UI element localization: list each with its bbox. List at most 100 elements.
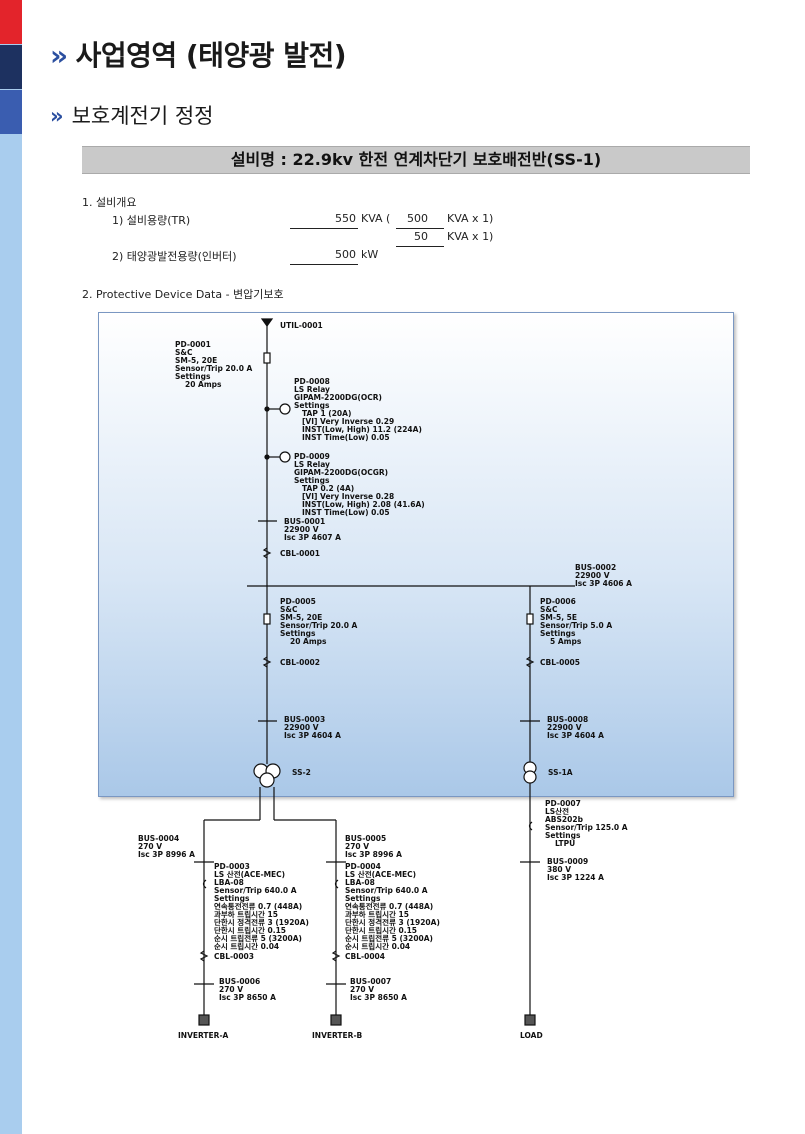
load-icon — [524, 1014, 536, 1026]
underline — [396, 228, 444, 229]
inverter-a-icon — [198, 1014, 210, 1026]
label-cbl2: CBL-0002 — [280, 658, 320, 667]
label-line: Sensor/Trip 125.0 A — [545, 823, 628, 832]
label-line: LBA-08 — [214, 878, 244, 887]
side-bar-navy — [0, 45, 22, 89]
label-line: 단한시 정격전류 3 (1920A) — [214, 917, 309, 927]
page-title: »사업영역 (태양광 발전) — [50, 34, 347, 74]
label-line: LS Relay — [294, 385, 330, 394]
label-line: LS 산전(ACE-MEC) — [345, 869, 416, 879]
label-line: S&C — [280, 605, 298, 614]
inverter-capacity-unit: kW — [361, 248, 379, 261]
label-line: BUS-0001 — [284, 517, 325, 526]
tr-capacity-label: 1) 설비용량(TR) — [112, 214, 191, 227]
tr-sub2-unit: KVA x 1) — [447, 230, 494, 243]
label-line: Isc 3P 4606 A — [575, 579, 632, 588]
label-line: LS 산전(ACE-MEC) — [214, 869, 285, 879]
label-line: 과부하 트립시간 15 — [345, 909, 409, 919]
relay-icon — [279, 451, 291, 463]
overview-heading: 1. 설비개요 — [82, 196, 137, 209]
label-line: SM-5, 20E — [280, 613, 322, 622]
label-bus9: BUS-0009 380 V Isc 3P 1224 A — [547, 857, 604, 882]
label-line: Settings — [280, 629, 316, 638]
label-line: GIPAM-2200DG(OCR) — [294, 393, 382, 402]
label-ss1a: SS-1A — [548, 768, 573, 777]
label-bus4: BUS-0004 270 V Isc 3P 8996 A — [138, 834, 195, 859]
page-subtitle: »보호계전기 정정 — [50, 100, 214, 130]
label-line: Isc 3P 8996 A — [138, 850, 195, 859]
label-pd5: PD-0005 S&C SM-5, 20E Sensor/Trip 20.0 A… — [280, 597, 358, 646]
label-pd1: PD-0001 S&C SM-5, 20E Sensor/Trip 20.0 A… — [175, 340, 253, 389]
label-line: Isc 3P 1224 A — [547, 873, 604, 882]
label-line: S&C — [175, 348, 193, 357]
label-cbl3: CBL-0003 — [214, 952, 254, 961]
fuse-icon — [526, 613, 534, 625]
diagram-wires — [194, 318, 575, 1026]
label-line: 연속통전전류 0.7 (448A) — [345, 901, 433, 911]
label-line: 단한시 트립시간 0.15 — [345, 925, 417, 935]
label-bus1: BUS-0001 22900 V Isc 3P 4607 A — [284, 517, 341, 542]
breaker-icon — [528, 821, 533, 831]
underline — [290, 264, 358, 265]
label-line: LTPU — [555, 839, 575, 848]
label-pd4: PD-0004 LS 산전(ACE-MEC) LBA-08 Sensor/Tri… — [345, 862, 440, 951]
label-line: BUS-0008 — [547, 715, 588, 724]
label-line: LBA-08 — [345, 878, 375, 887]
label-line: Settings — [540, 629, 576, 638]
tr-sub1-value: 500 — [407, 212, 428, 225]
label-line: SM-5, 5E — [540, 613, 577, 622]
inverter-capacity-value: 500 — [335, 248, 356, 261]
label-pd9: PD-0009 LS Relay GIPAM-2200DG(OCGR) Sett… — [294, 452, 425, 517]
inverter-capacity-label: 2) 태양광발전용량(인버터) — [112, 250, 237, 263]
label-line: SM-5, 20E — [175, 356, 217, 365]
breaker-icon — [334, 879, 339, 889]
fuse-icon — [263, 613, 271, 625]
label-line: 22900 V — [575, 571, 610, 580]
label-line: TAP 1 (20A) — [302, 409, 351, 418]
label-line: BUS-0004 — [138, 834, 179, 843]
label-pd8: PD-0008 LS Relay GIPAM-2200DG(OCR) Setti… — [294, 377, 422, 442]
label-line: LS Relay — [294, 460, 330, 469]
label-line: 5 Amps — [550, 637, 582, 646]
transformer-ss1a-icon — [523, 761, 537, 784]
cable-icon — [262, 547, 272, 559]
tr-sub2-value: 50 — [414, 230, 428, 243]
label-bus8: BUS-0008 22900 V Isc 3P 4604 A — [547, 715, 604, 740]
label-line: BUS-0007 — [350, 977, 391, 986]
label-cbl5: CBL-0005 — [540, 658, 580, 667]
label-line: BUS-0009 — [547, 857, 588, 866]
label-line: PD-0003 — [214, 862, 250, 871]
label-bus5: BUS-0005 270 V Isc 3P 8996 A — [345, 834, 402, 859]
label-line: [VI] Very Inverse 0.28 — [302, 492, 394, 501]
label-line: PD-0006 — [540, 597, 576, 606]
label-line: Sensor/Trip 20.0 A — [175, 364, 253, 373]
diagram-panel — [98, 312, 734, 797]
label-bus2: BUS-0002 22900 V Isc 3P 4606 A — [575, 563, 632, 588]
label-line: INST(Low, High) 11.2 (224A) — [302, 425, 422, 434]
label-cbl4: CBL-0004 — [345, 952, 385, 961]
label-line: Sensor/Trip 640.0 A — [214, 886, 297, 895]
underline — [396, 246, 444, 247]
label-line: 20 Amps — [290, 637, 327, 646]
label-line: Isc 3P 8650 A — [350, 993, 407, 1002]
tr-capacity-unit: KVA ( — [361, 212, 391, 225]
label-line: PD-0001 — [175, 340, 211, 349]
label-line: S&C — [540, 605, 558, 614]
label-line: [VI] Very Inverse 0.29 — [302, 417, 394, 426]
label-line: 연속통전전류 0.7 (448A) — [214, 901, 302, 911]
cable-icon — [262, 656, 272, 668]
inverter-b-icon — [330, 1014, 342, 1026]
label-line: 22900 V — [284, 723, 319, 732]
equipment-name-banner: 설비명 : 22.9kv 한전 연계차단기 보호배전반(SS-1) — [82, 146, 750, 174]
label-inverter-a: INVERTER-A — [178, 1031, 229, 1040]
label-pd6: PD-0006 S&C SM-5, 5E Sensor/Trip 5.0 A S… — [540, 597, 612, 646]
label-line: 22900 V — [284, 525, 319, 534]
label-bus6: BUS-0006 270 V Isc 3P 8650 A — [219, 977, 276, 1002]
label-line: BUS-0005 — [345, 834, 386, 843]
label-line: BUS-0006 — [219, 977, 260, 986]
label-line: Settings — [345, 894, 381, 903]
label-line: Isc 3P 4604 A — [284, 731, 341, 740]
label-bus7: BUS-0007 270 V Isc 3P 8650 A — [350, 977, 407, 1002]
label-bus3: BUS-0003 22900 V Isc 3P 4604 A — [284, 715, 341, 740]
